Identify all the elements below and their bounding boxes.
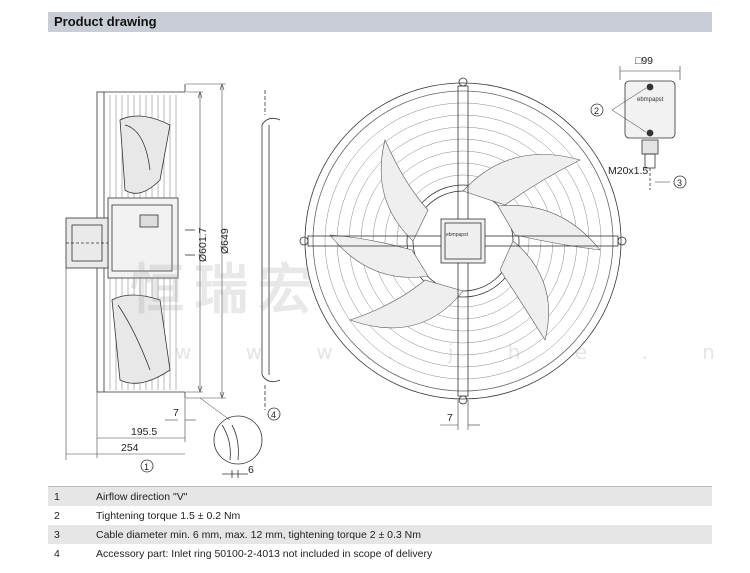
dim-cable-gland: M20x1.5 <box>608 165 648 177</box>
dim-ring-thickness: 6 <box>248 464 254 476</box>
dim-depth-195: 195.5 <box>131 426 157 438</box>
dim-box-size: □99 <box>635 55 653 67</box>
dim-offset-front: 7 <box>447 412 453 424</box>
dim-offset-side: 7 <box>173 407 179 419</box>
dim-depth-254: 254 <box>121 442 139 454</box>
legend-text: Cable diameter min. 6 mm, max. 12 mm, ti… <box>96 528 421 541</box>
front-view <box>299 77 627 405</box>
legend-text: Tightening torque 1.5 ± 0.2 Nm <box>96 509 241 522</box>
brand-label-motor: ebmpapst <box>446 232 469 238</box>
legend-text: Accessory part: Inlet ring 50100-2-4013 … <box>96 547 433 560</box>
legend-row: 2 Tightening torque 1.5 ± 0.2 Nm <box>48 506 712 525</box>
dim-dia-outer: Ø649 <box>219 228 231 254</box>
depth-dimensions <box>65 268 196 460</box>
legend-divider <box>48 486 712 487</box>
legend-row: 1 Airflow direction "V" <box>48 487 712 506</box>
legend-number: 3 <box>54 528 60 541</box>
callout-3-circle <box>673 175 687 189</box>
callout-1: 1 <box>144 462 149 472</box>
callout-3: 3 <box>677 178 682 188</box>
callout-2-circle <box>590 103 604 117</box>
side-view <box>65 84 195 398</box>
inlet-ring-side <box>261 90 281 410</box>
section-title: Product drawing <box>54 14 157 29</box>
legend-text: Airflow direction "V" <box>96 490 188 503</box>
legend-number: 1 <box>54 490 60 503</box>
dim-dia-inner: Ø601.7 <box>197 227 209 262</box>
legend-row: 4 Accessory part: Inlet ring 50100-2-401… <box>48 544 712 563</box>
callout-2: 2 <box>594 106 599 116</box>
section-header: Product drawing <box>48 12 712 32</box>
brand-label-box: ebmpapst <box>637 97 664 103</box>
detail-circle <box>199 397 263 478</box>
legend-number: 4 <box>54 547 60 560</box>
legend-table: 1 Airflow direction "V" 2 Tightening tor… <box>48 487 712 563</box>
front-offset-dimension <box>440 400 480 430</box>
watermark-url: w w w . j h e . n <box>175 340 739 364</box>
legend-row: 3 Cable diameter min. 6 mm, max. 12 mm, … <box>48 525 712 544</box>
callout-1-circle <box>140 459 154 473</box>
watermark: 恒瑞宏 <box>130 258 322 321</box>
callout-4-circle <box>267 407 281 421</box>
terminal-box <box>611 66 681 190</box>
callout-4: 4 <box>271 410 276 420</box>
legend-number: 2 <box>54 509 60 522</box>
diameter-dimensions <box>186 83 226 399</box>
product-drawing: Ø601.7 Ø649 195.5 254 7 7 6 □99 M20x1.5 … <box>65 55 687 478</box>
